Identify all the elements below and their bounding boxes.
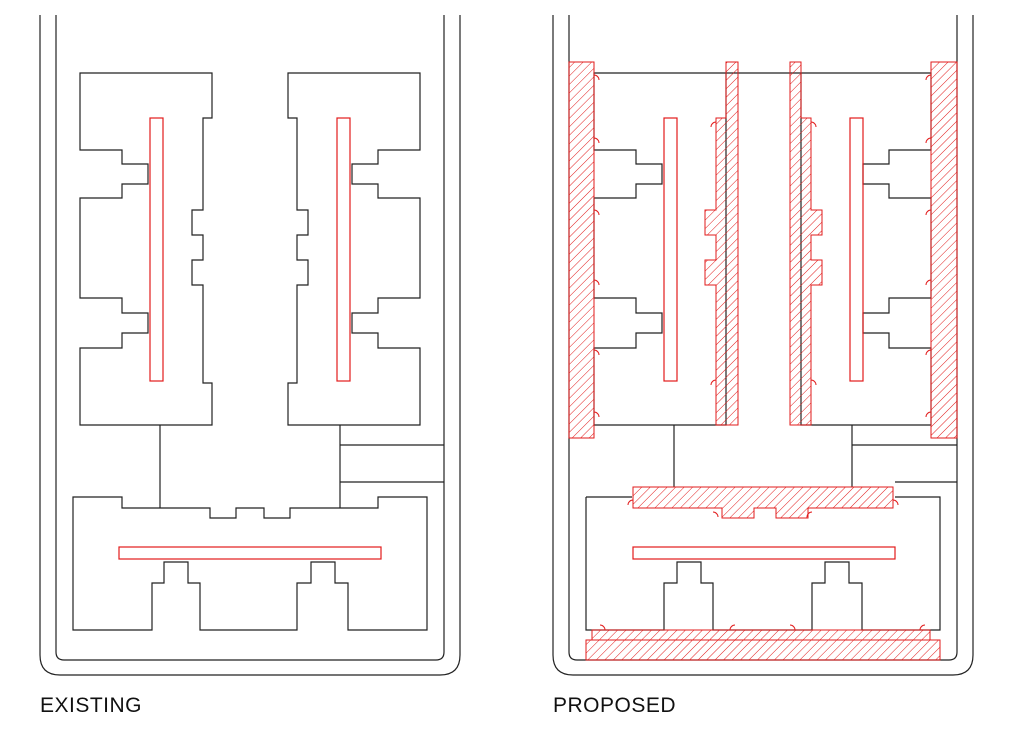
existing-bottom-slot [118,546,382,560]
proposed-label: PROPOSED [553,694,677,717]
proposed-door-arcs [593,74,932,631]
existing-outer-wall [39,15,461,676]
proposed-plan [552,15,974,676]
hatched-wall-left-outer [568,61,595,439]
proposed-corridor-right [851,425,957,487]
hatched-wall-bottom-band [632,486,894,519]
existing-corridor-right [339,425,444,508]
existing-left-room [79,72,213,426]
proposed-outer-wall [552,15,974,676]
proposed-right-slot [849,117,864,382]
existing-label: EXISTING [40,694,143,717]
hatched-wall-floor [585,639,941,661]
proposed-left-room [593,72,727,426]
hatched-wall-right-outer [930,61,958,439]
existing-left-slot [149,117,164,382]
hatched-wall-right-inner [789,61,823,426]
proposed-bottom-room [585,496,941,631]
existing-inner-wall [55,15,445,661]
existing-right-room [287,72,421,426]
proposed-right-room [800,72,932,426]
hatched-wall-left-inner [704,61,739,426]
hatched-wall-floor-lip [591,629,931,641]
proposed-bottom-slot [632,546,896,560]
proposed-inner-wall [568,15,958,661]
existing-plan [39,15,461,676]
existing-right-slot [336,117,351,382]
proposed-left-slot [663,117,678,382]
proposed-new-walls [568,61,958,661]
existing-bottom-room [72,496,428,631]
